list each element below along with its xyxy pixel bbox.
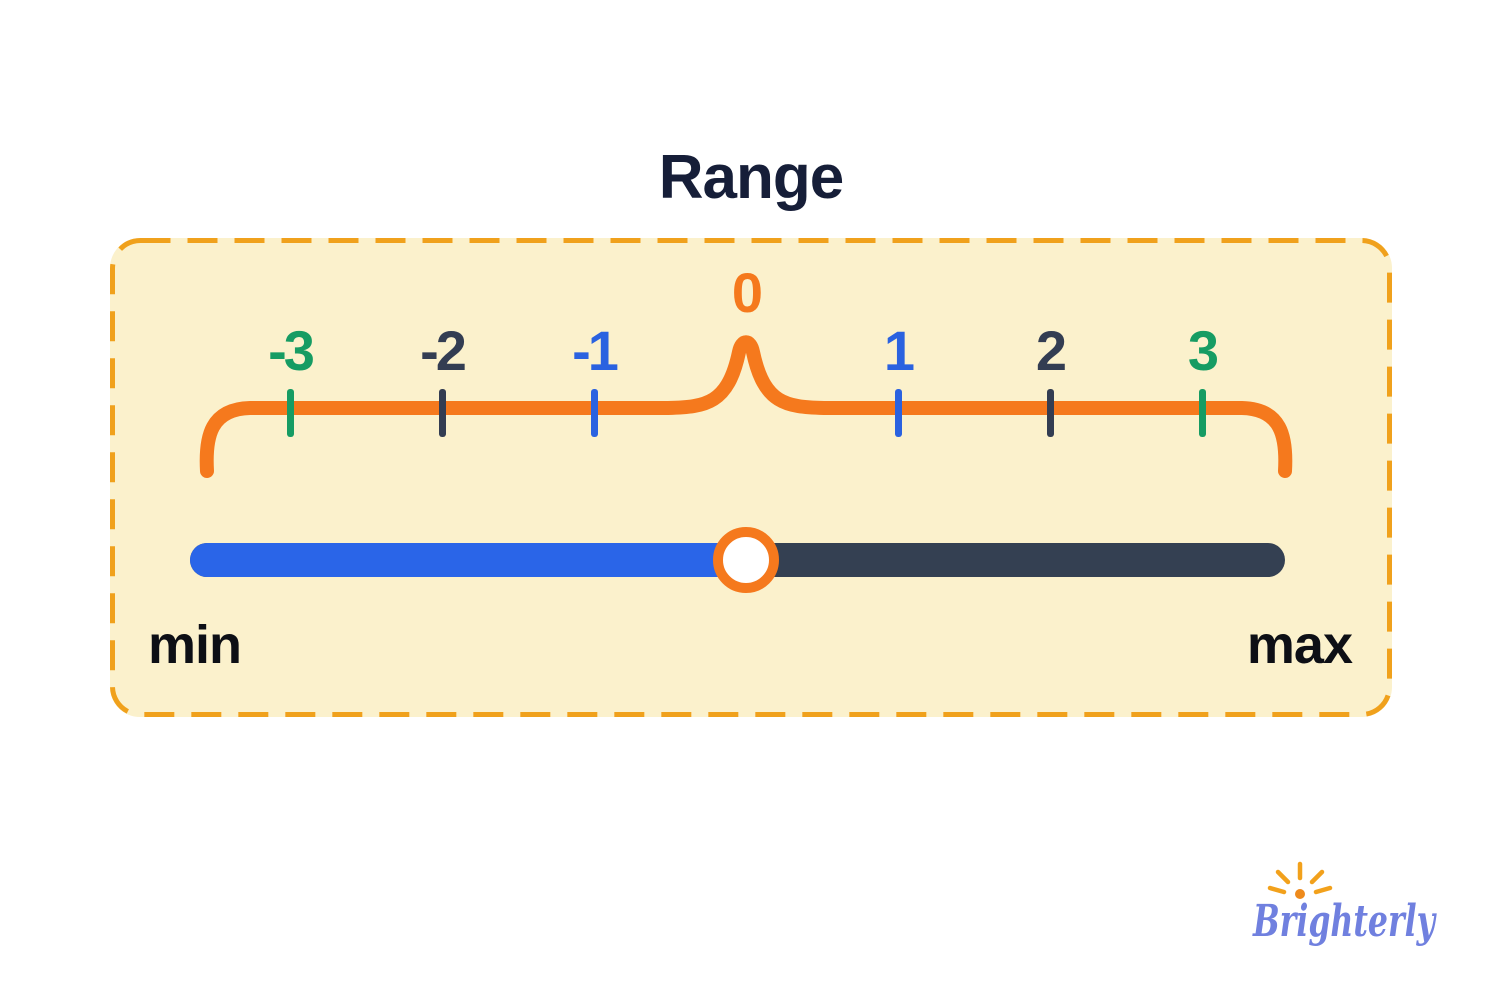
number-label-neg1: -1 [572,319,619,382]
tick-mark-neg3 [287,389,294,437]
slider-track-filled[interactable] [190,543,746,577]
number-label-zero: 0 [731,261,763,324]
number-label-pos1: 1 [883,319,915,382]
slider-min-label: min [148,615,242,675]
sun-dot [1295,889,1305,899]
brighterly-logo: Brighterly [1252,861,1438,947]
number-label-pos2: 2 [1035,319,1067,382]
tick-mark-pos3 [1199,389,1206,437]
sun-icon [1267,861,1333,895]
logo-wordmark: Brighterly [1252,896,1438,947]
slider-handle[interactable] [713,527,779,593]
number-label-neg3: -3 [268,319,315,382]
tick-mark-pos2 [1047,389,1054,437]
slider-max-label: max [1246,615,1353,675]
number-label-neg2: -2 [420,319,467,382]
page-title: Range [658,143,844,212]
tick-mark-neg2 [439,389,446,437]
tick-mark-pos1 [895,389,902,437]
number-label-pos3: 3 [1187,319,1219,382]
tick-mark-neg1 [591,389,598,437]
